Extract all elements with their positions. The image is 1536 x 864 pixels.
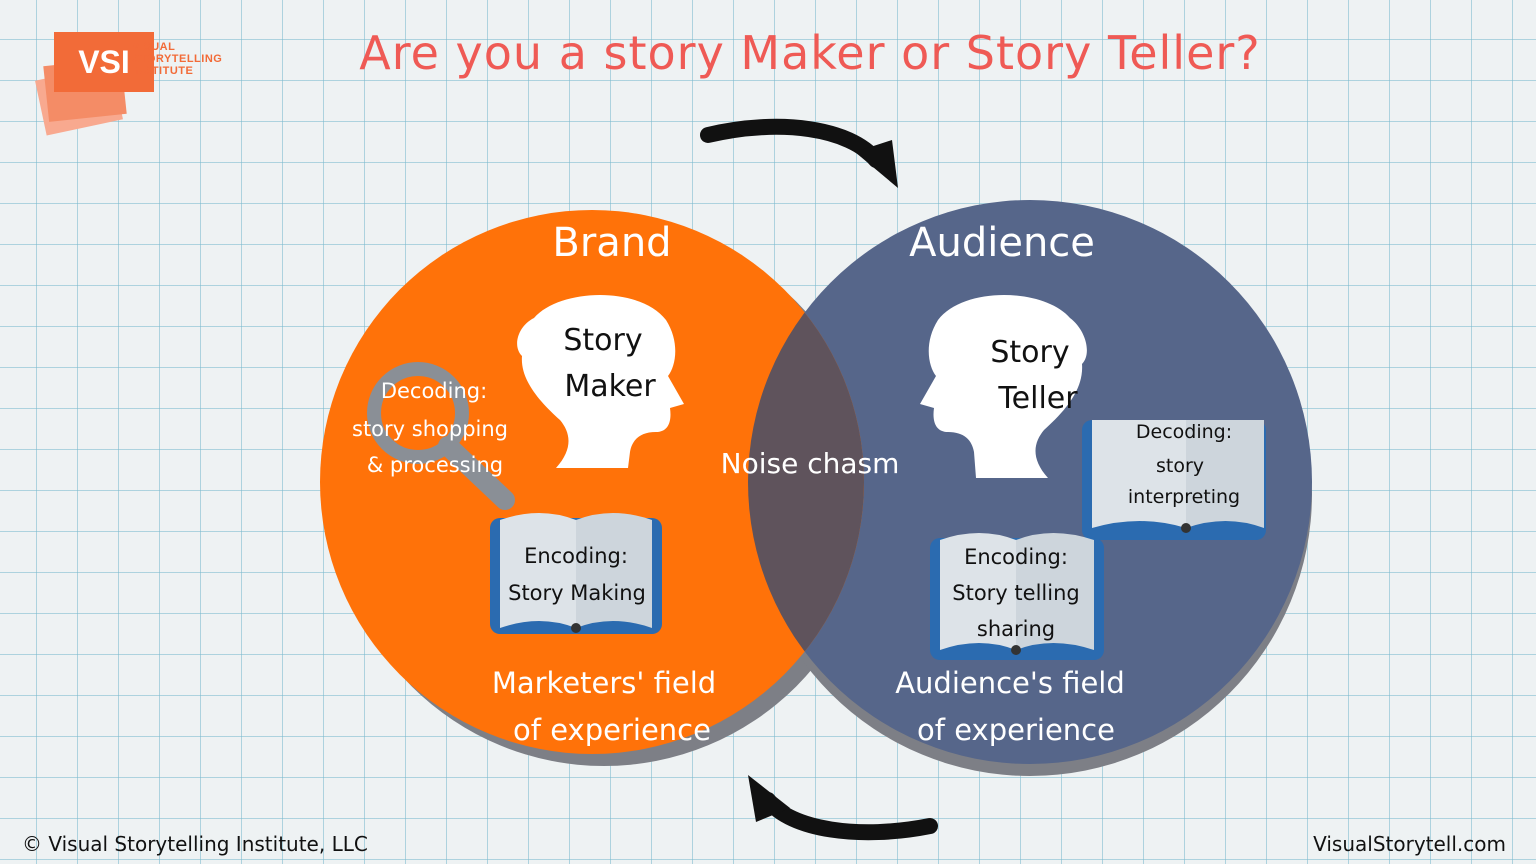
story-teller-line2: Teller [997,381,1078,416]
marketers-field-line2: of experience [513,713,711,747]
open-book-icon [930,533,1104,660]
right-encoding-line1: Encoding: [964,545,1068,569]
copyright-text: © Visual Storytelling Institute, LLC [22,832,368,856]
right-decoding-line2: story [1156,455,1204,477]
head-silhouette-icon [920,295,1087,478]
logo-line3: INSTITUTE [132,65,194,77]
left-encoding-line1: Encoding: [524,544,628,568]
story-maker-line1: Story [563,323,642,358]
left-decoding-line2: story shopping [352,417,508,441]
open-book-icon [1082,420,1266,540]
logo-abbr: VSI [54,32,154,92]
website-link[interactable]: VisualStorytell.com [1313,832,1506,856]
right-encoding-line2: Story telling [952,581,1079,605]
right-decoding-line1: Decoding: [1136,421,1232,443]
right-decoding-line3: interpreting [1128,486,1240,508]
logo-line2: STORYTELLING [132,53,223,65]
open-book-icon [490,513,662,634]
story-teller-line1: Story [990,335,1069,370]
audience-heading: Audience [909,220,1095,266]
arrow-right-icon [700,118,898,188]
left-decoding-line1: Decoding: [381,379,487,403]
brand-circle [320,210,864,754]
logo-line1: VISUAL [132,41,176,53]
right-encoding-line3: sharing [977,617,1055,641]
page-title: Are you a story Maker or Story Teller? [359,26,1261,80]
brand-heading: Brand [552,220,671,266]
left-decoding-line3: & processing [367,453,503,477]
arrow-left-icon [748,775,938,841]
magnifier-icon [367,362,515,510]
marketers-field-line1: Marketers' field [492,666,716,700]
vsi-logo: VSI VISUAL STORYTELLING INSTITUTE [28,28,248,136]
story-maker-line2: Maker [564,369,656,404]
audience-circle [748,200,1312,764]
noise-chasm-label: Noise chasm [721,447,900,480]
logo-text: VISUAL STORYTELLING INSTITUTE [132,41,222,77]
left-encoding-line2: Story Making [508,581,646,605]
audience-field-line2: of experience [917,713,1115,747]
audience-field-line1: Audience's field [895,666,1125,700]
head-silhouette-icon [517,295,684,468]
